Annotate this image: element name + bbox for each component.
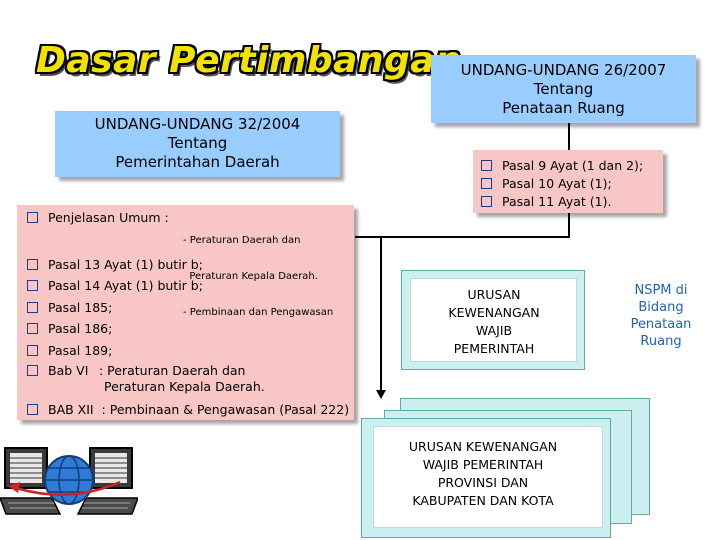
uu26-item: Pasal 11 Ayat (1). bbox=[481, 194, 611, 210]
bab6-item: Bab VI bbox=[27, 363, 88, 379]
bullet-square-icon bbox=[27, 212, 38, 223]
connector-line bbox=[355, 236, 570, 238]
uu32-item: Pasal 185; bbox=[27, 300, 112, 316]
urusan-daerah-inner bbox=[373, 426, 603, 528]
uu32-item: Pasal 189; bbox=[27, 343, 112, 359]
uu26-pasal-box bbox=[473, 150, 663, 213]
bullet-square-icon bbox=[27, 323, 38, 334]
uu26-item: Pasal 9 Ayat (1 dan 2); bbox=[481, 158, 643, 174]
page-title: Dasar Pertimbangan bbox=[36, 40, 462, 81]
bullet-square-icon bbox=[481, 196, 492, 207]
bullet-square-icon bbox=[27, 345, 38, 356]
urusan-pemerintah-text: URUSAN KEWENANGAN WAJIB PEMERINTAH bbox=[448, 287, 540, 356]
uu26-box: UNDANG-UNDANG 26/2007 Tentang Penataan R… bbox=[431, 55, 696, 123]
connector-line bbox=[568, 213, 570, 237]
bullet-square-icon bbox=[27, 302, 38, 313]
uu32-pasal-box bbox=[17, 205, 354, 420]
uu32-item: Pasal 13 Ayat (1) butir b; bbox=[27, 257, 203, 273]
uu32-item: Pasal 14 Ayat (1) butir b; bbox=[27, 278, 203, 294]
connector-line bbox=[380, 236, 382, 391]
urusan-pemerintah-inner bbox=[410, 278, 577, 362]
nspm-text: NSPM di Bidang Penataan Ruang bbox=[630, 283, 692, 349]
bullet-square-icon bbox=[27, 365, 38, 376]
urusan-daerah-text: URUSAN KEWENANGAN WAJIB PEMERINTAH PROVI… bbox=[408, 439, 558, 508]
bab6-text: : Peraturan Daerah dan Peraturan Kepala … bbox=[99, 363, 265, 394]
bullet-square-icon bbox=[27, 280, 38, 291]
connector-line bbox=[568, 123, 570, 150]
uu32-name: UNDANG-UNDANG 32/2004 bbox=[94, 115, 301, 133]
uu32-box: UNDANG-UNDANG 32/2004 Tentang Pemerintah… bbox=[55, 111, 340, 177]
bullet-square-icon bbox=[27, 404, 38, 415]
penjelasan-detail: - Peraturan Daerah dan Peraturan Kepala … bbox=[183, 235, 334, 318]
uu26-tentang: Tentang bbox=[533, 80, 594, 98]
bullet-square-icon bbox=[481, 160, 492, 171]
bab12-item: BAB XII : Pembinaan & Pengawasan (Pasal … bbox=[27, 402, 349, 418]
uu32-tentang: Tentang bbox=[167, 134, 228, 152]
uu32-subject: Pemerintahan Daerah bbox=[115, 153, 280, 171]
nspm-oval bbox=[610, 270, 712, 378]
uu26-item: Pasal 10 Ayat (1); bbox=[481, 176, 612, 192]
bullet-square-icon bbox=[27, 259, 38, 270]
penjelasan-umum: Penjelasan Umum : bbox=[27, 210, 169, 226]
uu26-name: UNDANG-UNDANG 26/2007 bbox=[460, 61, 667, 79]
bullet-square-icon bbox=[481, 178, 492, 189]
computer-network-icon bbox=[0, 440, 138, 540]
uu26-subject: Penataan Ruang bbox=[502, 99, 625, 117]
uu32-item: Pasal 186; bbox=[27, 321, 112, 337]
arrow-down-icon bbox=[376, 390, 386, 399]
